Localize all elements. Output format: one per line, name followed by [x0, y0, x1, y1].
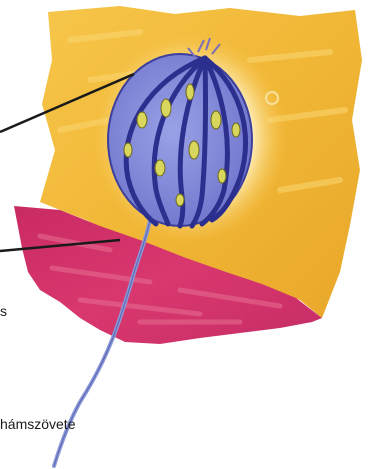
label-epidermis-tissue: hámszövete	[0, 416, 75, 432]
label-partial-s: s	[0, 303, 7, 319]
